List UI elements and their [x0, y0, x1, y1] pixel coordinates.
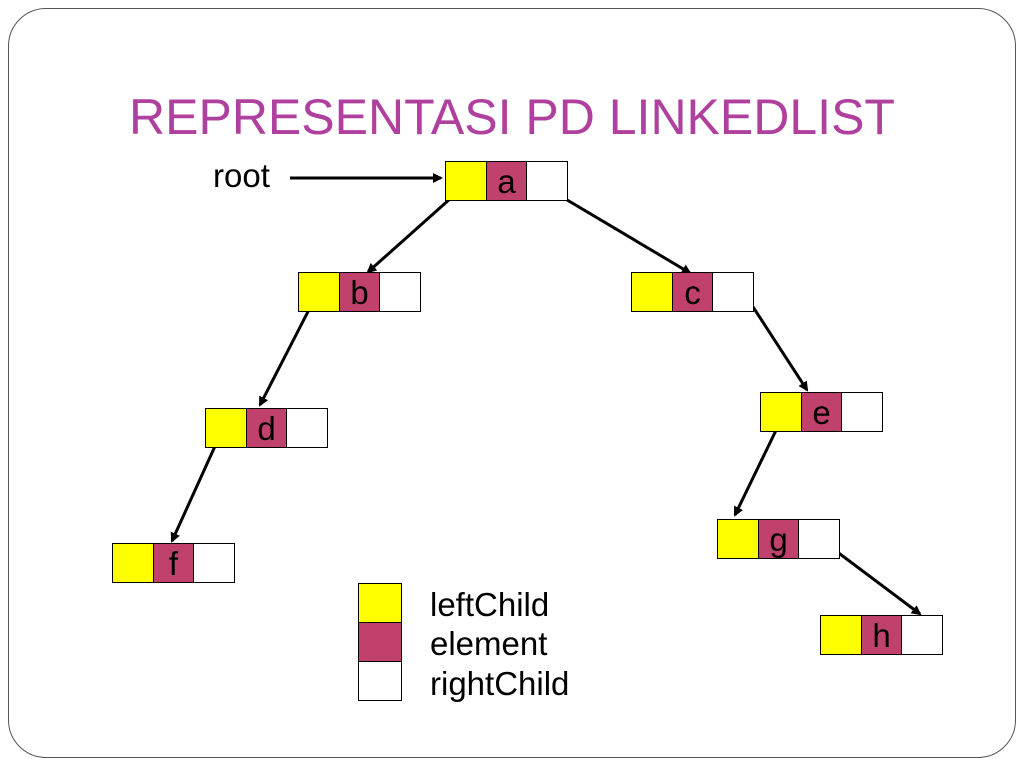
- node-h: h: [820, 615, 943, 655]
- element-cell: g: [757, 519, 800, 559]
- element-cell: b: [338, 272, 381, 312]
- left-child-pointer: [445, 161, 487, 201]
- right-child-pointer: [798, 519, 840, 559]
- left-child-pointer: [717, 519, 759, 559]
- node-a: a: [445, 161, 568, 201]
- left-child-pointer: [820, 615, 862, 655]
- root-label: root: [213, 157, 270, 194]
- slide-frame: [8, 8, 1016, 758]
- node-e: e: [760, 392, 883, 432]
- legend-swatch-left-child: [358, 583, 402, 623]
- node-g: g: [717, 519, 840, 559]
- left-child-pointer: [298, 272, 340, 312]
- page-title: REPRESENTASI PD LINKEDLIST: [129, 89, 895, 145]
- element-cell: d: [245, 408, 288, 448]
- legend-label-left-child: leftChild: [430, 586, 550, 623]
- element-cell: h: [860, 615, 903, 655]
- node-c: c: [631, 272, 754, 312]
- element-cell: e: [800, 392, 843, 432]
- legend-swatch-right-child: [358, 661, 402, 701]
- right-child-pointer: [712, 272, 754, 312]
- left-child-pointer: [112, 543, 154, 583]
- element-cell: a: [485, 161, 528, 201]
- legend-label-right-child: rightChild: [430, 665, 570, 702]
- node-f: f: [112, 543, 235, 583]
- right-child-pointer: [526, 161, 568, 201]
- legend-label-element: element: [430, 625, 548, 662]
- left-child-pointer: [631, 272, 673, 312]
- right-child-pointer: [841, 392, 883, 432]
- right-child-pointer: [286, 408, 328, 448]
- right-child-pointer: [901, 615, 943, 655]
- node-b: b: [298, 272, 421, 312]
- left-child-pointer: [760, 392, 802, 432]
- element-cell: f: [152, 543, 195, 583]
- element-cell: c: [671, 272, 714, 312]
- legend-swatch-element: [358, 622, 402, 662]
- node-d: d: [205, 408, 328, 448]
- right-child-pointer: [193, 543, 235, 583]
- left-child-pointer: [205, 408, 247, 448]
- right-child-pointer: [379, 272, 421, 312]
